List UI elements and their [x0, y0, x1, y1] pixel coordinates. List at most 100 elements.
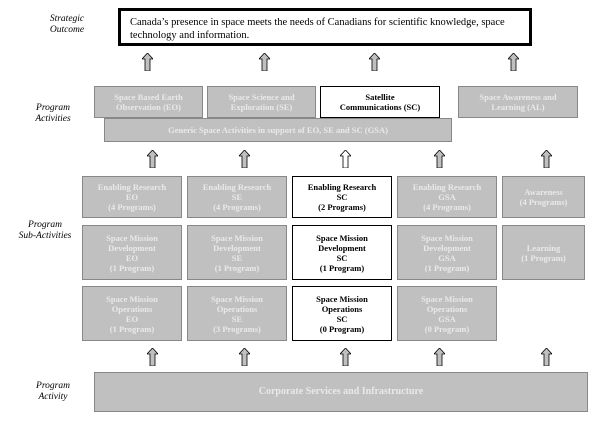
- sub-line: Enabling Research: [412, 182, 482, 192]
- sub-line: GSA: [438, 252, 456, 263]
- sub-line: Space Mission: [211, 293, 263, 304]
- arrow-up-icon: [541, 348, 552, 366]
- label-program-sub-activities-line1: Program: [28, 220, 62, 230]
- arrow-up-icon: [434, 348, 445, 366]
- sub-line: Space Mission: [421, 293, 473, 304]
- activity-al-line1: Space Awareness and: [479, 92, 557, 102]
- sub-line: Development: [318, 242, 366, 253]
- sub-line: SC: [336, 252, 348, 263]
- sub-space-mission-operations-eo: Space Mission Operations EO (1 Program): [82, 286, 182, 341]
- activity-gsa: Generic Space Activities in support of E…: [104, 118, 452, 142]
- sub-space-mission-development-se: Space Mission Development SE (1 Program): [187, 225, 287, 280]
- sub-line: Operations: [321, 303, 363, 314]
- arrow-up-icon: [434, 150, 445, 168]
- strategic-outcome-box: Canada’s presence in space meets the nee…: [118, 8, 532, 46]
- sub-line: EO: [125, 252, 139, 263]
- sub-line: (2 Programs): [318, 202, 366, 212]
- label-program-activities-line2: Activities: [35, 114, 71, 124]
- activity-se: Space Science and Exploration (SE): [207, 86, 316, 118]
- sub-enabling-research-gsa: Enabling Research GSA (4 Programs): [397, 176, 497, 218]
- label-program-activity: Program Activity: [14, 381, 92, 403]
- arrow-up-icon: [147, 150, 158, 168]
- sub-line: SC: [336, 192, 348, 202]
- activity-sc-line2: Communications (SC): [339, 102, 421, 112]
- sub-line: Enabling Research: [307, 182, 377, 192]
- sub-awareness: Awareness (4 Programs): [502, 176, 585, 218]
- activity-eo: Space Based Earth Observation (EO): [94, 86, 203, 118]
- label-program-activity-line2: Activity: [38, 392, 68, 402]
- sub-line: EO: [125, 192, 139, 202]
- corporate-services-box: Corporate Services and Infrastructure: [94, 372, 588, 412]
- sub-line: (1 Program): [319, 262, 365, 273]
- activity-sc-line1: Satellite: [365, 92, 395, 102]
- arrow-up-icon: [369, 53, 380, 71]
- sub-line: GSA: [438, 313, 456, 324]
- arrow-up-icon: [239, 348, 250, 366]
- sub-line: Development: [423, 242, 471, 253]
- label-program-sub-activities-line2: Sub-Activities: [18, 231, 72, 241]
- sub-line: Enabling Research: [97, 182, 167, 192]
- arrow-up-icon: [259, 53, 270, 71]
- label-program-activities: Program Activities: [14, 103, 92, 125]
- sub-space-mission-development-sc: Space Mission Development SC (1 Program): [292, 225, 392, 280]
- sub-line: GSA: [438, 192, 456, 202]
- label-strategic-outcome: Strategic Outcome: [28, 14, 106, 36]
- activity-gsa-label: Generic Space Activities in support of E…: [168, 125, 388, 135]
- sub-line: Operations: [426, 303, 468, 314]
- sub-line: (4 Programs): [519, 197, 568, 207]
- sub-line: SE: [231, 252, 243, 263]
- activity-se-line1: Space Science and: [228, 92, 295, 102]
- activity-al: Space Awareness and Learning (AL): [458, 86, 578, 118]
- sub-line: SC: [336, 313, 348, 324]
- sub-enabling-research-sc: Enabling Research SC (2 Programs): [292, 176, 392, 218]
- label-program-sub-activities: Program Sub-Activities: [6, 220, 84, 242]
- sub-space-mission-development-gsa: Space Mission Development GSA (1 Program…: [397, 225, 497, 280]
- sub-line: EO: [125, 313, 139, 324]
- sub-line: Space Mission: [316, 293, 368, 304]
- sub-line: (4 Programs): [423, 202, 471, 212]
- sub-line: (1 Program): [109, 262, 155, 273]
- sub-line: Awareness: [524, 187, 563, 197]
- corporate-services-label: Corporate Services and Infrastructure: [258, 386, 424, 397]
- arrow-up-icon: [340, 348, 351, 366]
- arrow-up-icon: [508, 53, 519, 71]
- sub-line: Space Mission: [106, 232, 158, 243]
- sub-line: (1 Program): [109, 323, 155, 334]
- sub-line: SE: [231, 192, 243, 202]
- sub-enabling-research-eo: Enabling Research EO (4 Programs): [82, 176, 182, 218]
- label-program-activity-line1: Program: [36, 381, 70, 391]
- sub-space-mission-operations-gsa: Space Mission Operations GSA (0 Program): [397, 286, 497, 341]
- arrow-up-icon: [541, 150, 552, 168]
- arrow-up-icon: [340, 150, 351, 168]
- arrow-up-icon: [147, 348, 158, 366]
- sub-line: (4 Programs): [108, 202, 156, 212]
- sub-line: (1 Program): [521, 252, 566, 263]
- activity-al-line2: Learning (AL): [491, 102, 545, 112]
- sub-line: Operations: [111, 303, 153, 314]
- sub-line: SE: [231, 313, 243, 324]
- sub-line: Learning: [526, 242, 561, 253]
- sub-space-mission-operations-se: Space Mission Operations SE (3 Programs): [187, 286, 287, 341]
- sub-space-mission-development-eo: Space Mission Development EO (1 Program): [82, 225, 182, 280]
- sub-space-mission-operations-sc: Space Mission Operations SC (0 Program): [292, 286, 392, 341]
- sub-line: Space Mission: [421, 232, 473, 243]
- activity-sc: Satellite Communications (SC): [320, 86, 440, 118]
- activity-se-line2: Exploration (SE): [230, 102, 293, 112]
- sub-line: Enabling Research: [202, 182, 272, 192]
- sub-line: (3 Programs): [213, 323, 261, 334]
- label-program-activities-line1: Program: [36, 103, 70, 113]
- sub-line: Space Mission: [106, 293, 158, 304]
- sub-line: (1 Program): [424, 262, 470, 273]
- sub-line: (0 Program): [424, 323, 470, 334]
- activity-eo-line1: Space Based Earth: [114, 92, 183, 102]
- sub-line: Space Mission: [316, 232, 368, 243]
- sub-line: Development: [213, 242, 261, 253]
- arrow-up-icon: [239, 150, 250, 168]
- label-strategic-outcome-line2: Outcome: [49, 25, 85, 35]
- sub-line: (1 Program): [214, 262, 260, 273]
- sub-line: Operations: [216, 303, 258, 314]
- arrow-up-icon: [142, 53, 153, 71]
- sub-line: Development: [108, 242, 156, 253]
- activity-eo-line2: Observation (EO): [116, 102, 181, 112]
- sub-line: (0 Program): [319, 323, 365, 334]
